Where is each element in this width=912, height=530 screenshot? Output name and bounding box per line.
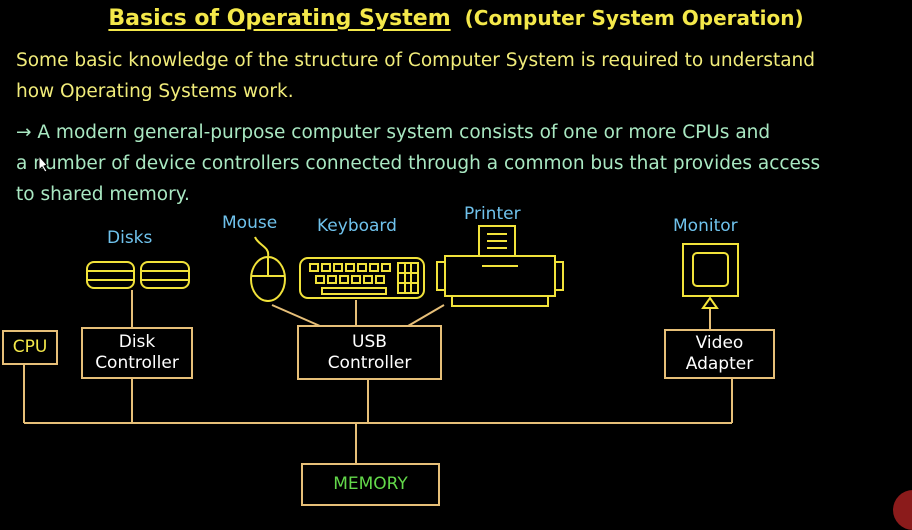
body-line: to shared memory. (16, 184, 190, 205)
monitor-icon (682, 243, 739, 309)
system-diagram (23, 225, 739, 464)
disk-icon (86, 261, 190, 289)
disks-label: Disks (107, 228, 153, 248)
mouse-icon (250, 236, 286, 302)
printer-icon (436, 225, 564, 307)
disk-controller-label-line1: Disk (118, 332, 156, 352)
intro-line: Some basic knowledge of the structure of… (16, 50, 816, 71)
cpu-label: CPU (12, 337, 48, 357)
video-adapter-label-line1: Video (695, 333, 744, 353)
pointer-cursor-icon (38, 155, 48, 173)
disk-controller-box: Disk Controller (81, 327, 193, 379)
memory-box: MEMORY (301, 463, 440, 506)
usb-controller-label-line1: USB (352, 331, 387, 352)
video-adapter-label-line2: Adapter (685, 354, 754, 374)
cpu-box: CPU (2, 330, 58, 365)
usb-controller-label-line2: Controller (327, 352, 412, 373)
title-subtitle: (Computer System Operation) (464, 6, 804, 30)
body-line: a number of device controllers connected… (16, 153, 821, 174)
keyboard-icon (299, 257, 425, 299)
video-adapter-box: Video Adapter (664, 329, 775, 379)
usb-controller-box: USB Controller (297, 325, 442, 380)
mouse-label: Mouse (222, 213, 278, 233)
slide-title: Basics of Operating System (Computer Syst… (0, 6, 912, 31)
memory-label: MEMORY (333, 474, 408, 494)
body-line: → A modern general-purpose computer syst… (16, 122, 771, 143)
disk-controller-label-line2: Controller (95, 353, 179, 373)
intro-line: how Operating Systems work. (16, 81, 294, 102)
title-main: Basics of Operating System (108, 6, 451, 31)
intro-paragraph: Some basic knowledge of the structure of… (16, 45, 815, 107)
body-paragraph: → A modern general-purpose computer syst… (16, 117, 820, 210)
mouse-link (271, 304, 321, 327)
keyboard-label: Keyboard (317, 216, 397, 236)
printer-label: Printer (464, 204, 521, 224)
monitor-label: Monitor (673, 216, 738, 236)
printer-link (407, 304, 445, 327)
bus-lines (23, 290, 733, 464)
